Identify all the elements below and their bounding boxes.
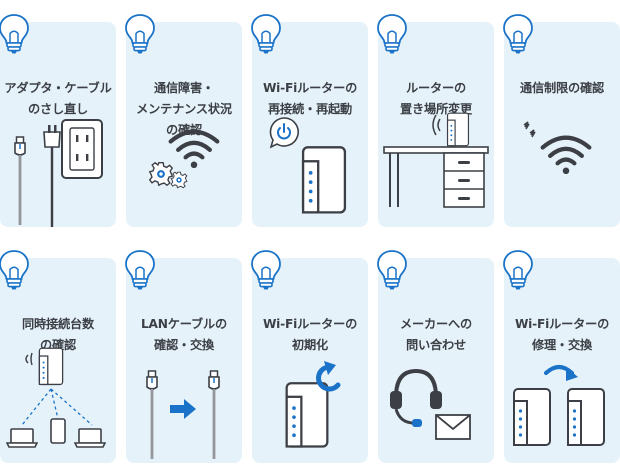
tip-title: Wi-Fiルーターの 再接続・再起動 (262, 81, 358, 116)
tip-card-adapter-cable[interactable]: アダプタ・ケーブル のさし直し (0, 22, 116, 227)
lightbulb-icon (123, 248, 157, 292)
tip-card-router-reset[interactable]: Wi-Fiルーターの 初期化 (252, 258, 368, 463)
lightbulb-icon (375, 12, 409, 56)
router-reset-icon (252, 361, 341, 463)
lightbulb-icon (249, 248, 283, 292)
tip-card-contact-maker[interactable]: メーカーへの 問い合わせ (378, 258, 494, 463)
router-power-icon (269, 117, 368, 227)
tip-title: ルーターの 置き場所変更 (400, 81, 472, 116)
tip-card-router-location[interactable]: ルーターの 置き場所変更 (378, 22, 494, 227)
tip-title: Wi-Fiルーターの 修理・交換 (514, 317, 610, 352)
wifi-weak-signal-icon (523, 121, 620, 227)
lightbulb-icon (0, 12, 31, 56)
lightbulb-icon (501, 248, 535, 292)
tip-title: 通信制限の確認 (520, 81, 604, 95)
headset-mail-icon (390, 368, 471, 440)
tip-card-router-restart[interactable]: Wi-Fiルーターの 再接続・再起動 (252, 22, 368, 227)
lightbulb-icon (249, 12, 283, 56)
tip-card-outage-maintenance[interactable]: 通信障害・ メンテナンス状況 の確認 (126, 22, 242, 227)
tip-card-lan-cable[interactable]: LANケーブルの 確認・交換 (126, 258, 242, 463)
tip-card-data-limit[interactable]: 通信制限の確認 (504, 22, 620, 227)
lightbulb-icon (0, 248, 31, 292)
tip-card-connection-count[interactable]: 同時接続台数 の確認 (0, 258, 116, 463)
tip-card-router-repair[interactable]: Wi-Fiルーターの 修理・交換 (504, 258, 620, 463)
lightbulb-icon (501, 12, 535, 56)
tip-title: メーカーへの 問い合わせ (400, 317, 472, 352)
adapter-cable-outlet-icon (0, 119, 103, 227)
tip-title: アダプタ・ケーブル のさし直し (4, 81, 112, 116)
lan-cable-swap-icon (126, 343, 242, 463)
lightbulb-icon (123, 12, 157, 56)
router-replace-icon (504, 365, 620, 463)
lightbulb-icon (375, 248, 409, 292)
wifi-gears-icon (126, 107, 242, 227)
tip-title: Wi-Fiルーターの 初期化 (262, 317, 358, 352)
router-multiple-devices-icon (0, 343, 116, 463)
router-on-desk-icon (383, 107, 489, 208)
tip-title: LANケーブルの 確認・交換 (140, 317, 227, 352)
